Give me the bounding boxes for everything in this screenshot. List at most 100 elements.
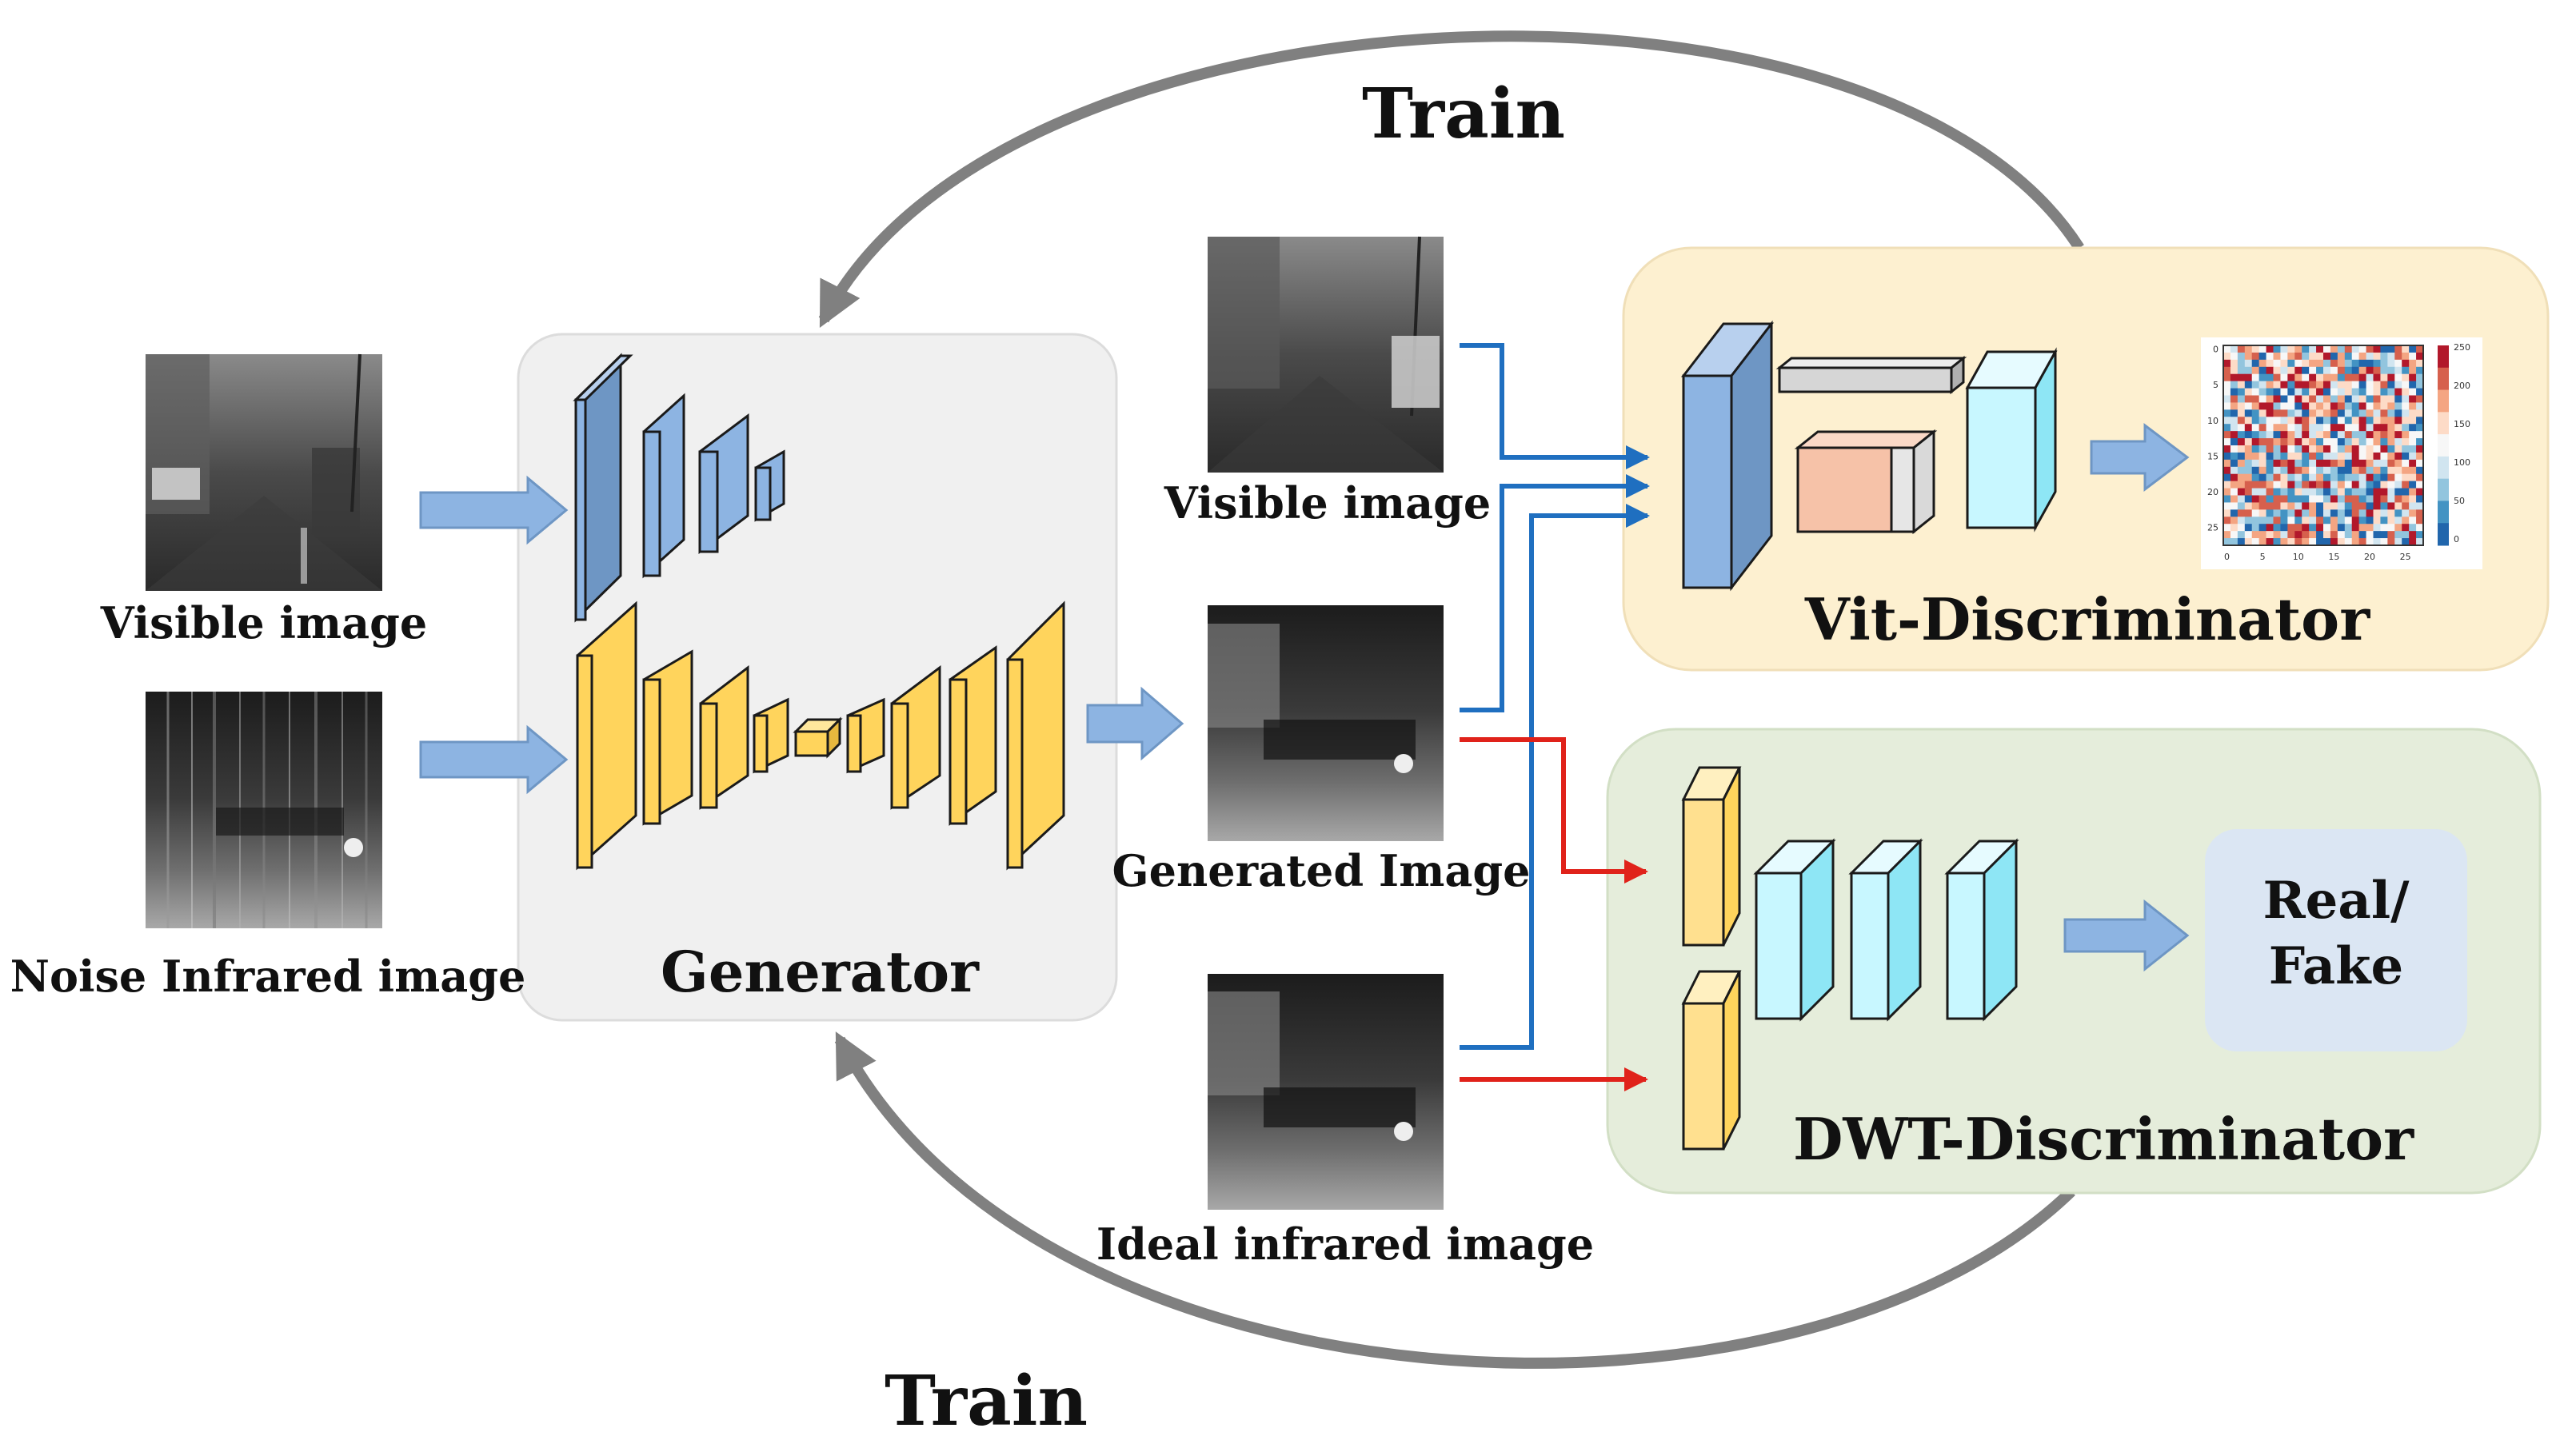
heatmap-cell	[2416, 517, 2424, 525]
heatmap-cell	[2394, 352, 2402, 361]
heatmap-cell	[2294, 359, 2302, 368]
heatmap-cell	[2373, 509, 2381, 517]
heatmap-cell	[2373, 502, 2381, 510]
heatmap-cell	[2223, 538, 2231, 546]
heatmap-cell	[2387, 366, 2395, 375]
generated-to-dwt-arrow	[1460, 737, 1648, 884]
heatmap-cell	[2366, 524, 2374, 532]
heatmap-cell	[2309, 481, 2317, 489]
heatmap-cell	[2273, 366, 2281, 375]
colorbar-tick-label: 100	[2454, 457, 2470, 468]
heatmap-cell	[2309, 466, 2317, 475]
heatmap-cell	[2302, 381, 2310, 389]
heatmap-cell	[2409, 466, 2417, 475]
heatmap-cell	[2223, 473, 2231, 482]
heatmap-cell	[2373, 466, 2381, 475]
heatmap-cell	[2380, 495, 2388, 503]
heatmap-cell	[2409, 417, 2417, 425]
heatmap-cell	[2237, 424, 2246, 432]
heatmap-cell	[2344, 517, 2353, 525]
generator-decoder-layer-6	[890, 665, 941, 810]
heatmap-cell	[2409, 517, 2417, 525]
heatmap-cell	[2266, 431, 2274, 439]
heatmap-cell	[2380, 352, 2388, 361]
heatmap-cell	[2337, 473, 2346, 482]
heatmap-cell	[2351, 381, 2360, 389]
heatmap-cell	[2373, 395, 2381, 403]
heatmap-cell	[2230, 424, 2239, 432]
heatmap-cell	[2358, 495, 2366, 503]
heatmap-cell	[2416, 438, 2424, 446]
heatmap-cell	[2230, 488, 2239, 496]
heatmap-cell	[2316, 395, 2324, 403]
heatmap-cell	[2344, 352, 2353, 361]
heatmap-cell	[2366, 388, 2374, 396]
heatmap-cell	[2409, 538, 2417, 546]
heatmap-cell	[2280, 409, 2288, 417]
heatmap-cell	[2402, 502, 2410, 510]
heatmap-cell	[2330, 502, 2338, 510]
heatmap-cell	[2273, 352, 2281, 361]
heatmap-cell	[2316, 481, 2324, 489]
heatmap-cell	[2316, 345, 2324, 353]
generator-decoder-layer-2	[642, 649, 693, 826]
heatmap-cell	[2344, 488, 2353, 496]
heatmap-cell	[2387, 538, 2395, 546]
heatmap-cell	[2351, 438, 2360, 446]
heatmap-cell	[2358, 359, 2366, 368]
heatmap-cell	[2258, 359, 2266, 368]
heatmap-cell	[2337, 417, 2346, 425]
noise-infrared-image-input-thumbnail	[146, 692, 382, 928]
heatmap-cell	[2366, 488, 2374, 496]
heatmap-y-tick-label: 20	[2207, 487, 2219, 497]
heatmap-cell	[2323, 409, 2331, 417]
heatmap-cell	[2394, 509, 2402, 517]
colorbar-segment	[2438, 501, 2449, 524]
heatmap-cell	[2323, 531, 2331, 539]
heatmap-cell	[2387, 495, 2395, 503]
heatmap-cell	[2273, 531, 2281, 539]
heatmap-cell	[2223, 402, 2231, 410]
generator-decoder-layer-4	[753, 697, 789, 774]
heatmap-cell	[2409, 452, 2417, 461]
heatmap-cell	[2258, 524, 2266, 532]
heatmap-cell	[2373, 531, 2381, 539]
heatmap-cell	[2266, 488, 2274, 496]
heatmap-cell	[2230, 524, 2239, 532]
heatmap-cell	[2373, 481, 2381, 489]
heatmap-cell	[2394, 466, 2402, 475]
heatmap-cell	[2230, 452, 2239, 461]
heatmap-cell	[2258, 388, 2266, 396]
heatmap-cell	[2366, 495, 2374, 503]
dwt-conv-block-2	[1848, 838, 1923, 1022]
heatmap-cell	[2344, 359, 2353, 368]
vit-discriminator-label: Vit-Discriminator	[1804, 585, 2370, 653]
heatmap-cell	[2316, 359, 2324, 368]
heatmap-cell	[2344, 452, 2353, 461]
heatmap-cell	[2273, 373, 2281, 382]
heatmap-cell	[2337, 531, 2346, 539]
colorbar-tick-label: 150	[2454, 419, 2470, 429]
heatmap-cell	[2280, 359, 2288, 368]
heatmap-cell	[2273, 402, 2281, 410]
heatmap-cell	[2394, 445, 2402, 453]
train-loop-bottom-arrow	[834, 1031, 2075, 1369]
heatmap-cell	[2237, 345, 2246, 353]
heatmap-cell	[2280, 481, 2288, 489]
heatmap-cell	[2258, 438, 2266, 446]
heatmap-cell	[2366, 481, 2374, 489]
dwt-discriminator-label: DWT-Discriminator	[1793, 1105, 2414, 1173]
heatmap-cell	[2358, 445, 2366, 453]
heatmap-cell	[2416, 488, 2424, 496]
heatmap-cell	[2358, 373, 2366, 382]
heatmap-cell	[2330, 402, 2338, 410]
heatmap-cell	[2358, 431, 2366, 439]
heatmap-cell	[2409, 473, 2417, 482]
heatmap-cell	[2344, 373, 2353, 382]
heatmap-cell	[2237, 445, 2246, 453]
heatmap-cell	[2402, 359, 2410, 368]
heatmap-cell	[2416, 452, 2424, 461]
heatmap-cell	[2309, 366, 2317, 375]
heatmap-cell	[2280, 502, 2288, 510]
heatmap-cell	[2402, 352, 2410, 361]
